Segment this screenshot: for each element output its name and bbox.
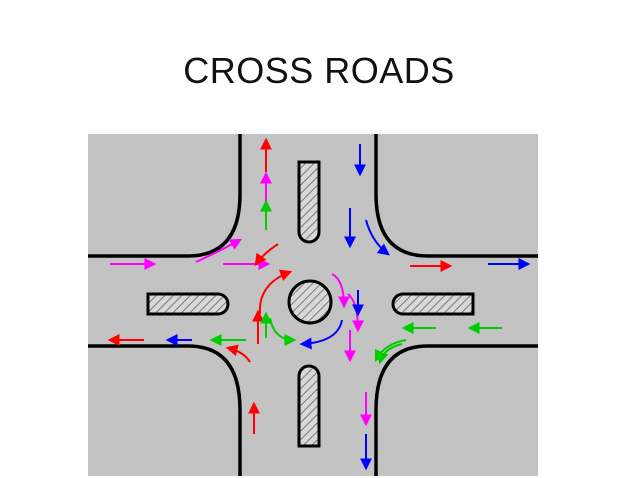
island-west (146, 292, 230, 316)
arrow-west-exit-red-turn (225, 344, 251, 363)
arrow-circ-blue-bottom (299, 319, 343, 350)
central-island (287, 279, 333, 325)
crossroads-diagram (88, 134, 538, 476)
kerb-lines (88, 134, 538, 476)
arrow-west-left-red (254, 243, 279, 266)
arrow-south-left-green (376, 343, 403, 365)
traffic-arrows (107, 137, 531, 471)
arrow-north-right-blue (365, 219, 390, 256)
page-title: CROSS ROADS (183, 50, 455, 91)
island-east (391, 292, 475, 316)
splitter-islands (146, 160, 475, 448)
arrow-circ-red-left (258, 269, 293, 315)
island-south (297, 364, 321, 448)
kerb-bottom-right (374, 344, 538, 476)
kerb-bottom-left (88, 344, 242, 476)
kerb-top-left (88, 134, 242, 258)
arrow-circ-magenta-top (331, 273, 350, 309)
kerb-top-right (374, 134, 538, 258)
arrow-west-left-magenta (195, 238, 243, 263)
island-north (297, 160, 321, 244)
